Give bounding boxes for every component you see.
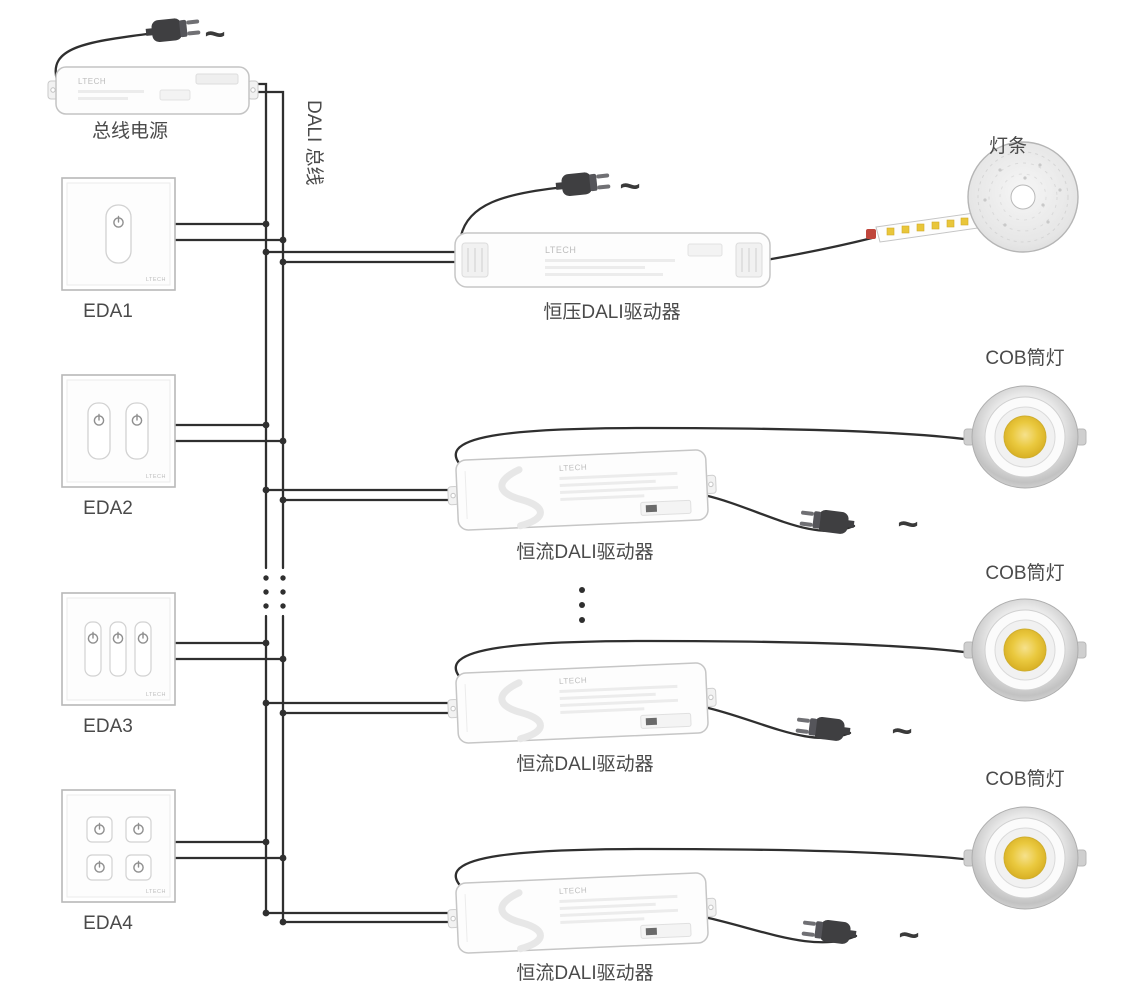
brand-text: LTECH (146, 889, 166, 895)
cc-driver-label-2: 恒流DALI驱动器 (516, 753, 653, 775)
cc-dali-driver-1: LTECH (447, 449, 717, 531)
ac-symbol-cv: ~ (619, 165, 640, 206)
cob-light-label-2: COB筒灯 (985, 562, 1064, 584)
brand-text: LTECH (146, 474, 166, 480)
ac-symbol-mains: ~ (204, 13, 225, 54)
brand-text: LTECH (146, 692, 166, 698)
bus-continuation-dots (263, 575, 286, 609)
panel-label-eda2: EDA2 (83, 498, 133, 519)
cob-light-label-1: COB筒灯 (985, 347, 1064, 369)
panel-eda2: LTECH (61, 374, 176, 488)
cord-cv-plug (459, 186, 558, 238)
dali-bus-label: DALI 总线 (303, 100, 325, 186)
mains-plug-icon (144, 15, 201, 44)
wire-bus-line-b (238, 90, 285, 924)
bus-power-label: 总线电源 (92, 120, 168, 142)
cc-dali-driver-3: LTECH (447, 872, 717, 954)
ac-symbol-cc3: ~ (898, 914, 919, 955)
brand-text: LTECH (559, 676, 588, 686)
led-strip-label: 灯条 (989, 135, 1027, 157)
cv-driver-label: 恒压DALI驱动器 (543, 301, 680, 323)
panel-label-eda4: EDA4 (83, 913, 133, 934)
panel-eda1: LTECH (61, 177, 176, 291)
junction-dots (262, 220, 287, 926)
panel-eda4: LTECH (61, 789, 176, 903)
ac-symbol-cc2: ~ (891, 710, 912, 751)
cob-downlight-1 (963, 385, 1087, 489)
led-strip-coil (866, 141, 1079, 253)
brand-text: LTECH (78, 77, 106, 86)
ac-symbol-cc1: ~ (897, 503, 918, 544)
strip-connector (866, 229, 876, 239)
cc-driver-label-1: 恒流DALI驱动器 (516, 541, 653, 563)
cord-mains-plug (54, 32, 149, 82)
cv-dali-driver: LTECH (454, 232, 771, 288)
cc-dali-driver-2: LTECH (447, 662, 717, 744)
wire-cc1-to-cob (454, 426, 974, 474)
cob-downlight-2 (963, 598, 1087, 702)
cc2-plug-icon (795, 713, 852, 743)
cc1-plug-icon (799, 506, 856, 536)
wire-bus-line-a (238, 82, 268, 915)
brand-text: LTECH (146, 277, 166, 283)
bus-power-supply: LTECH (47, 66, 259, 115)
wire-cc3-to-cob (454, 847, 974, 895)
panel-label-eda3: EDA3 (83, 716, 133, 737)
panel-label-eda1: EDA1 (83, 301, 133, 322)
wire-cv-to-strip (764, 236, 874, 262)
cv-plug-icon (554, 169, 611, 198)
brand-text: LTECH (559, 886, 588, 896)
wire-cc2-to-cob (454, 639, 974, 687)
brand-text: LTECH (545, 245, 576, 255)
brand-text: LTECH (559, 463, 588, 473)
cc-driver-label-3: 恒流DALI驱动器 (516, 962, 653, 984)
cob-downlight-3 (963, 806, 1087, 910)
panel-eda3: LTECH (61, 592, 176, 706)
cob-light-label-3: COB筒灯 (985, 768, 1064, 790)
drivers-continuation-dots (579, 587, 585, 623)
